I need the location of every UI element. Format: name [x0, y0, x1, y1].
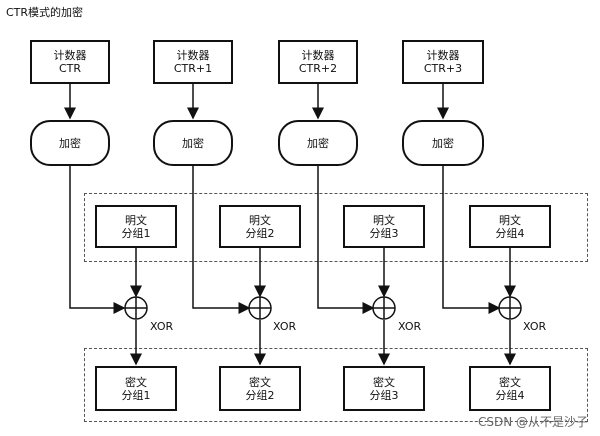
- counter-label: 计数器: [301, 49, 335, 62]
- counter-value: CTR+2: [298, 62, 338, 75]
- plaintext-box-3: 明文 分组3: [343, 205, 425, 248]
- ciphertext-label: 密文: [249, 375, 271, 389]
- plaintext-box-2: 明文 分组2: [219, 205, 301, 248]
- xor-symbol-2: [248, 296, 272, 320]
- encrypt-label: 加密: [59, 137, 81, 150]
- ciphertext-box-3: 密文 分组3: [343, 366, 425, 411]
- ciphertext-group: [84, 348, 588, 422]
- xor-label-2: XOR: [273, 320, 297, 333]
- plaintext-group: [84, 193, 588, 262]
- counter-value: CTR: [58, 62, 82, 75]
- ciphertext-block: 分组4: [495, 388, 525, 402]
- plaintext-label: 明文: [249, 213, 271, 227]
- encrypt-block-4: 加密: [402, 120, 484, 166]
- xor-symbol-1: [124, 296, 148, 320]
- ciphertext-block: 分组2: [245, 388, 275, 402]
- plaintext-box-4: 明文 分组4: [469, 205, 551, 248]
- plaintext-box-1: 明文 分组1: [95, 205, 177, 248]
- plaintext-label: 明文: [125, 213, 147, 227]
- watermark: CSDN @从不是沙子: [477, 415, 588, 429]
- plaintext-block: 分组4: [495, 226, 525, 240]
- encrypt-label: 加密: [182, 137, 204, 150]
- xor-label-3: XOR: [398, 320, 422, 333]
- plaintext-block: 分组2: [245, 226, 275, 240]
- counter-box-4: 计数器 CTR+3: [402, 40, 484, 84]
- ciphertext-box-2: 密文 分组2: [219, 366, 301, 411]
- xor-label-1: XOR: [150, 320, 174, 333]
- counter-box-1: 计数器 CTR: [30, 40, 110, 84]
- plaintext-block: 分组3: [369, 226, 399, 240]
- ciphertext-block: 分组3: [369, 388, 399, 402]
- counter-value: CTR+3: [423, 62, 463, 75]
- plaintext-label: 明文: [499, 213, 521, 227]
- xor-symbols: [124, 296, 522, 320]
- plaintext-label: 明文: [373, 213, 395, 227]
- ciphertext-label: 密文: [125, 375, 147, 389]
- counter-label: 计数器: [53, 49, 87, 62]
- ciphertext-box-4: 密文 分组4: [469, 366, 551, 411]
- counter-label: 计数器: [426, 49, 460, 62]
- diagram-title: CTR模式的加密: [6, 6, 84, 19]
- plaintext-block: 分组1: [121, 226, 151, 240]
- xor-symbol-4: [498, 296, 522, 320]
- counter-label: 计数器: [176, 49, 210, 62]
- xor-label-4: XOR: [523, 320, 547, 333]
- ciphertext-box-1: 密文 分组1: [95, 366, 177, 411]
- encrypt-block-1: 加密: [30, 120, 110, 166]
- counter-box-3: 计数器 CTR+2: [278, 40, 358, 84]
- encrypt-block-3: 加密: [278, 120, 358, 166]
- ciphertext-label: 密文: [373, 375, 395, 389]
- encrypt-label: 加密: [307, 137, 329, 150]
- xor-symbol-3: [372, 296, 396, 320]
- ciphertext-label: 密文: [499, 375, 521, 389]
- encrypt-block-2: 加密: [153, 120, 233, 166]
- counter-box-2: 计数器 CTR+1: [153, 40, 233, 84]
- counter-value: CTR+1: [173, 62, 213, 75]
- encrypt-label: 加密: [432, 137, 454, 150]
- ciphertext-block: 分组1: [121, 388, 151, 402]
